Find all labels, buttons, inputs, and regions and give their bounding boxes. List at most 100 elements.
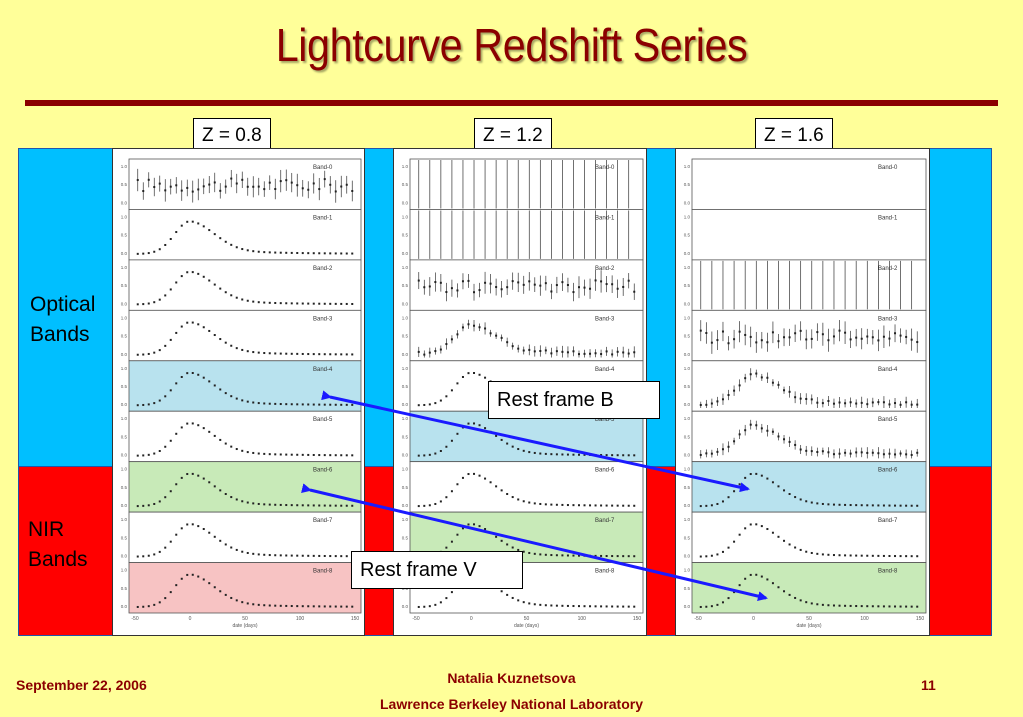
data-point xyxy=(788,543,791,546)
data-point xyxy=(334,302,337,305)
data-point xyxy=(439,399,442,402)
data-point xyxy=(600,605,603,608)
data-point xyxy=(136,454,139,457)
y-tick-label: 0.5 xyxy=(121,334,128,339)
footer-date: September 22, 2006 xyxy=(16,677,147,693)
data-point xyxy=(213,181,216,184)
data-point xyxy=(274,503,277,506)
data-point xyxy=(699,605,702,608)
data-point xyxy=(191,573,194,576)
data-point xyxy=(290,251,293,254)
data-point xyxy=(252,300,255,303)
data-point xyxy=(301,403,304,406)
data-point xyxy=(566,554,569,557)
data-point xyxy=(910,504,913,507)
data-point xyxy=(611,454,614,457)
data-point xyxy=(169,185,172,188)
data-point xyxy=(899,334,902,337)
data-point xyxy=(296,352,299,355)
data-point xyxy=(445,445,448,448)
data-point xyxy=(285,302,288,305)
y-tick-label: 0.5 xyxy=(684,586,691,591)
data-point xyxy=(849,401,852,404)
data-point xyxy=(158,500,161,503)
x-tick-label: -50 xyxy=(694,616,701,622)
data-point xyxy=(755,573,758,576)
data-point xyxy=(340,504,343,507)
data-point xyxy=(274,352,277,355)
data-point xyxy=(257,452,260,455)
data-point xyxy=(213,384,216,387)
data-point xyxy=(882,504,885,507)
data-point xyxy=(899,504,902,507)
data-point xyxy=(136,605,139,608)
data-point xyxy=(274,453,277,456)
data-point xyxy=(489,430,492,433)
data-point xyxy=(208,430,211,433)
band-label: Band-4 xyxy=(595,367,615,373)
data-point xyxy=(827,451,830,454)
data-point xyxy=(816,451,819,454)
data-point xyxy=(142,252,145,255)
data-point xyxy=(495,485,498,488)
data-point xyxy=(445,343,448,346)
data-point xyxy=(905,453,908,456)
data-point xyxy=(153,452,156,455)
data-point xyxy=(340,353,343,356)
band-label: Band-2 xyxy=(595,266,615,272)
data-point xyxy=(633,351,636,354)
data-point xyxy=(268,251,271,254)
data-point xyxy=(605,350,608,353)
data-point xyxy=(428,504,431,507)
data-point xyxy=(169,238,172,241)
data-point xyxy=(257,250,260,253)
data-point xyxy=(186,422,189,425)
data-point xyxy=(252,552,255,555)
data-point xyxy=(755,341,758,344)
data-point xyxy=(566,284,569,287)
y-tick-label: 1.0 xyxy=(121,366,128,371)
y-tick-label: 0.5 xyxy=(684,535,691,540)
y-tick-label: 0.5 xyxy=(121,283,128,288)
data-point xyxy=(208,582,211,585)
panel-frame xyxy=(128,158,362,210)
data-point xyxy=(208,380,211,383)
x-tick-label: 150 xyxy=(351,616,360,622)
y-tick-label: 0.5 xyxy=(121,434,128,439)
data-point xyxy=(544,503,547,506)
data-point xyxy=(208,229,211,232)
data-point xyxy=(860,337,863,340)
data-point xyxy=(506,341,509,344)
data-point xyxy=(849,452,852,455)
data-point xyxy=(274,302,277,305)
optical-block-right xyxy=(928,148,992,468)
data-point xyxy=(866,554,869,557)
data-point xyxy=(566,604,569,607)
y-tick-label: 0.0 xyxy=(121,402,128,407)
data-point xyxy=(263,402,266,405)
data-point xyxy=(318,302,321,305)
data-point xyxy=(633,555,636,558)
data-point xyxy=(910,605,913,608)
data-point xyxy=(916,605,919,608)
data-point xyxy=(180,325,183,328)
data-point xyxy=(235,599,238,602)
data-point xyxy=(290,181,293,184)
data-point xyxy=(910,403,913,406)
data-point xyxy=(821,502,824,505)
data-point xyxy=(710,554,713,557)
data-point xyxy=(550,453,553,456)
band-label: Band-8 xyxy=(595,569,615,575)
data-point xyxy=(279,180,282,183)
panel-frame xyxy=(691,309,927,362)
data-point xyxy=(877,554,880,557)
data-point xyxy=(434,350,437,353)
data-point xyxy=(705,452,708,455)
data-point xyxy=(307,403,310,406)
y-tick-label: 1.0 xyxy=(402,265,409,270)
y-tick-label: 1.0 xyxy=(121,214,128,219)
data-point xyxy=(727,496,730,499)
data-point xyxy=(838,401,841,404)
data-point xyxy=(268,181,271,184)
data-point xyxy=(301,504,304,507)
